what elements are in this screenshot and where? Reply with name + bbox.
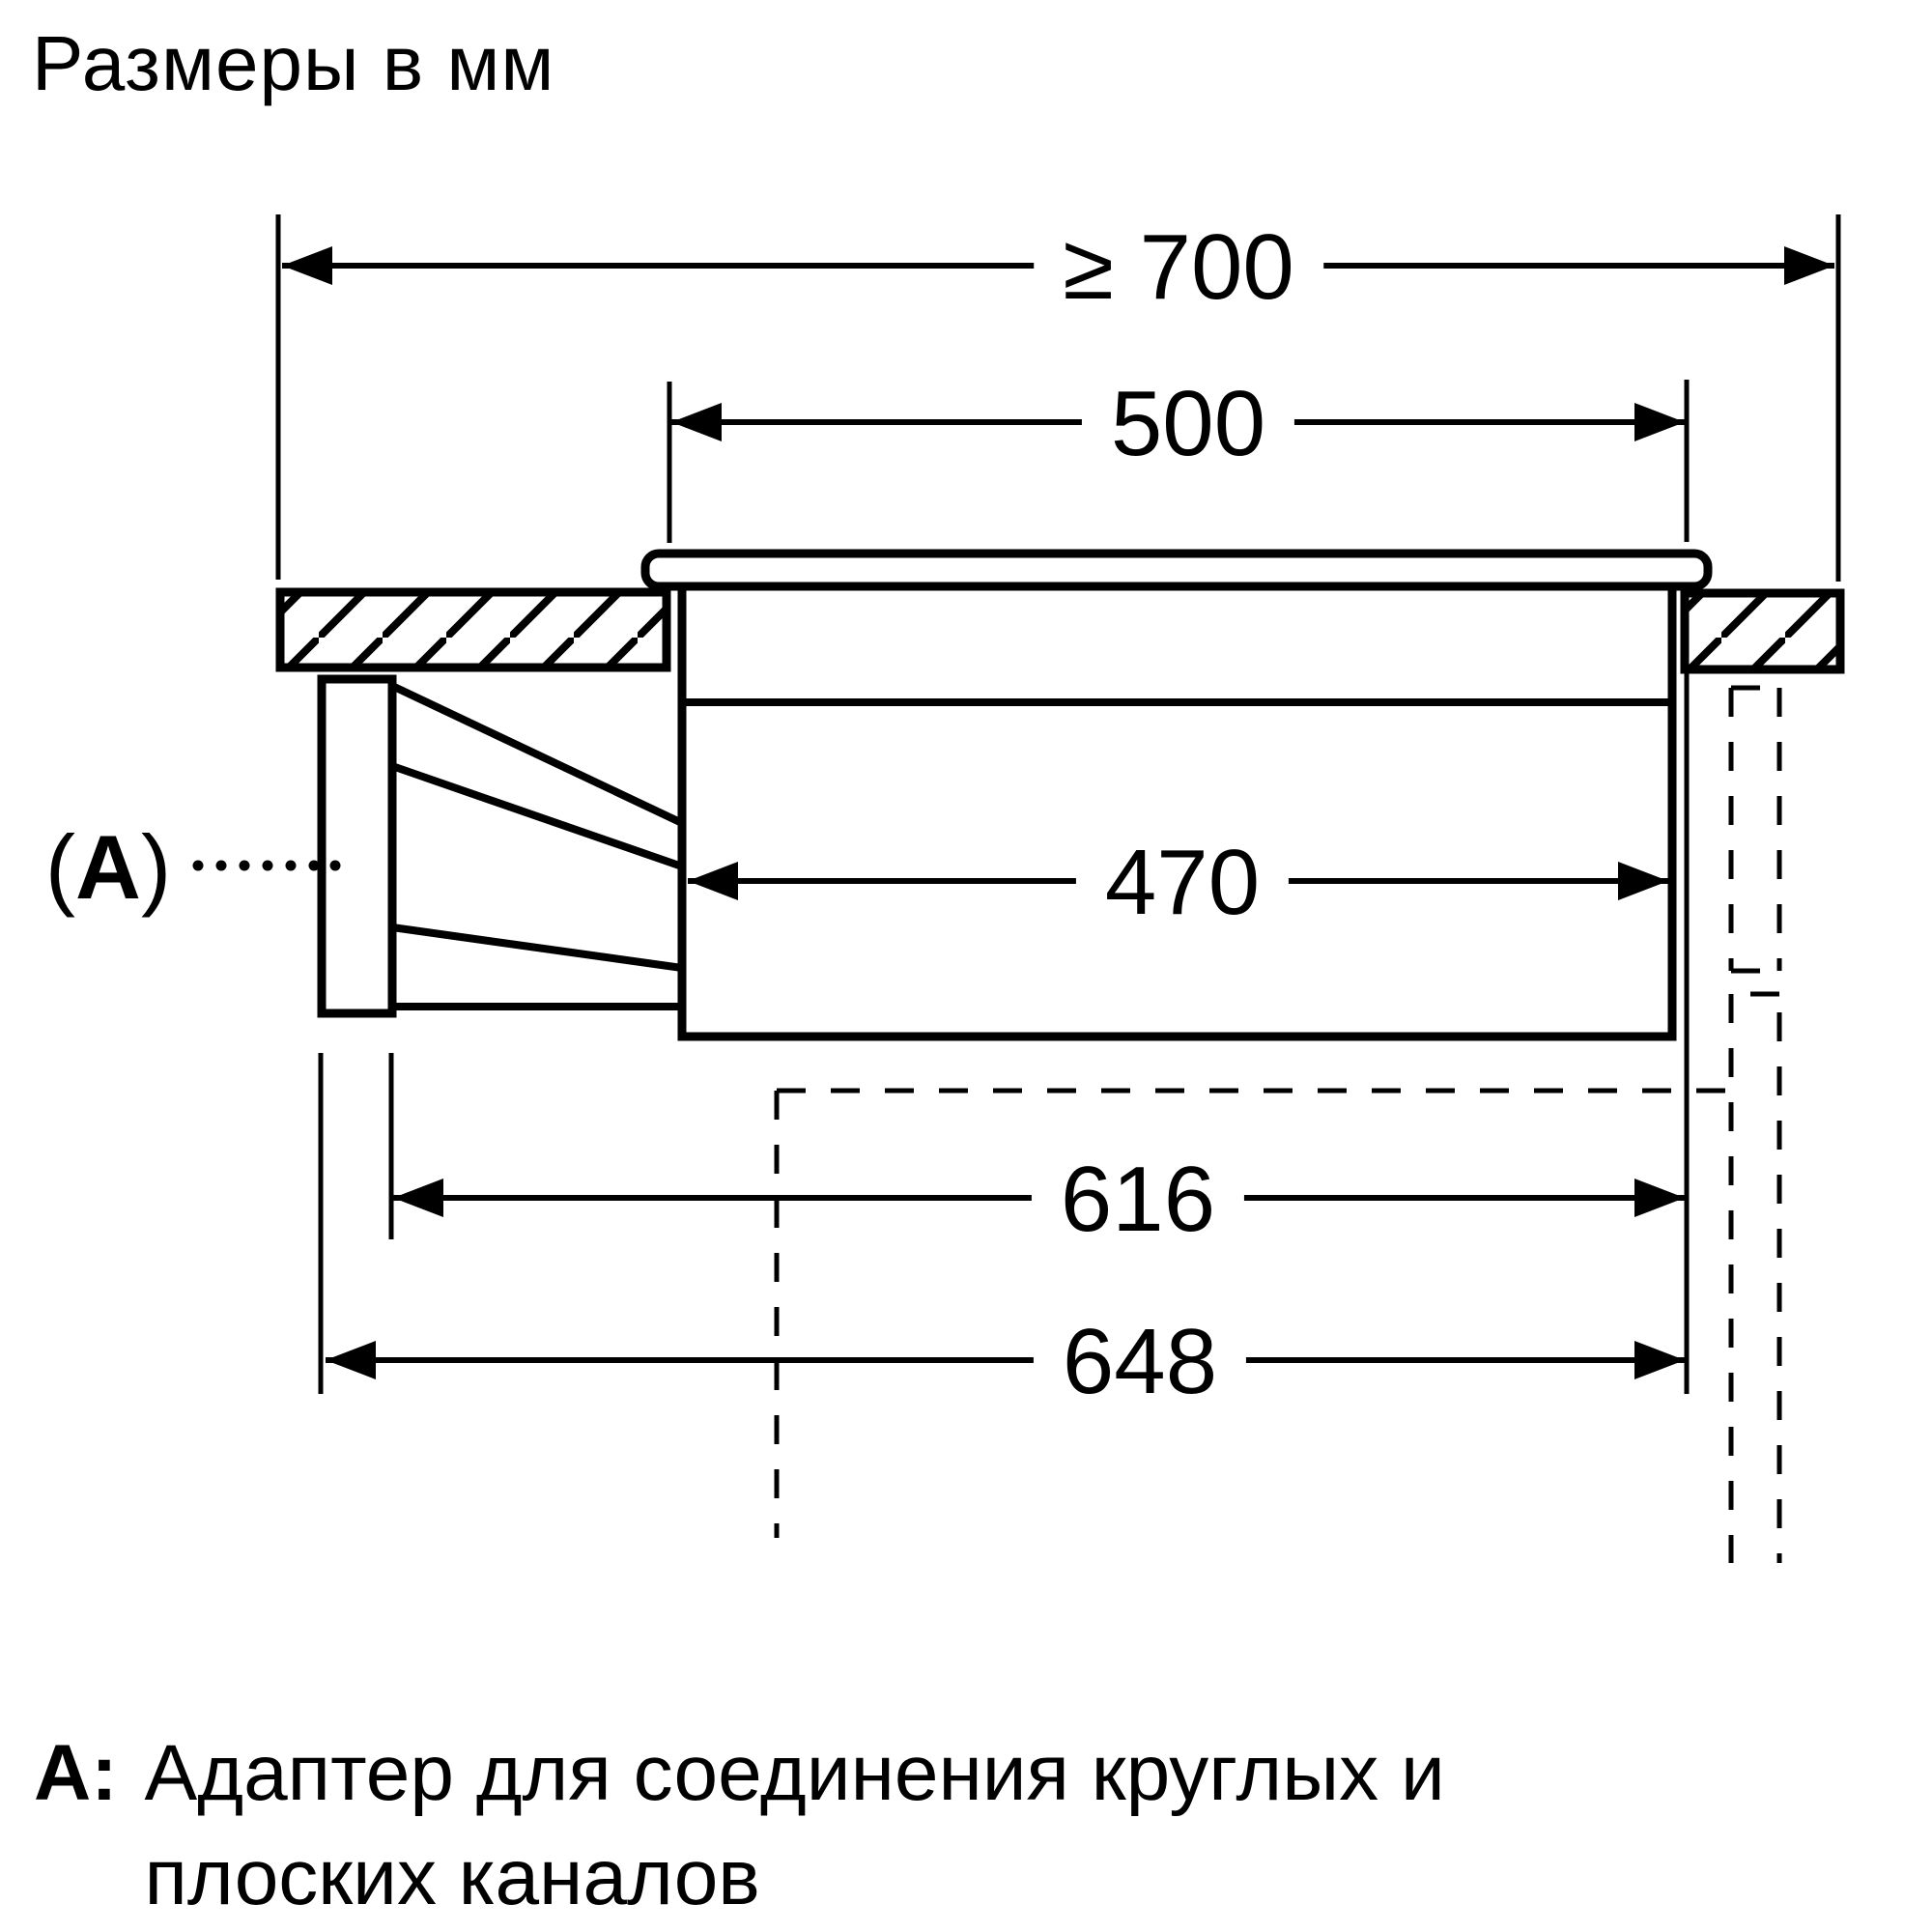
dimension-label-616: 616	[1031, 1153, 1245, 1246]
duct-dashed-outline	[774, 685, 1782, 1563]
dimension-label-470: 470	[1075, 837, 1290, 929]
callout-leader-dots	[192, 860, 341, 871]
dimension-label-648: 648	[1033, 1316, 1247, 1408]
footnote-marker: A:	[34, 1729, 118, 1817]
worktop-right-section	[1680, 588, 1845, 674]
page-title: Размеры в мм	[32, 20, 555, 106]
extension-lines	[275, 214, 1841, 1394]
adapter-funnel	[390, 682, 684, 1010]
hob-body	[677, 582, 1677, 1041]
callout-a-close: )	[140, 816, 172, 918]
dimension-label-500: 500	[1081, 378, 1295, 470]
callout-a-label: (A)	[45, 822, 172, 913]
dimension-line-648	[326, 1341, 1685, 1379]
footnote-line1: Адаптер для соединения круглых и	[144, 1729, 1445, 1817]
dimension-label-700: ≥ 700	[1034, 221, 1323, 314]
adapter-plate	[317, 674, 397, 1018]
footnote-text: Адаптер для соединения круглых и плоских…	[145, 1721, 1445, 1930]
callout-a-open: (	[44, 816, 76, 918]
cooktop-glass-plate	[640, 549, 1713, 591]
callout-a-letter: A	[75, 816, 141, 918]
footnote: A: Адаптер для соединения круглых и плос…	[34, 1721, 1445, 1930]
worktop-left-section	[275, 587, 671, 672]
footnote-line2: плоских каналов	[144, 1833, 760, 1922]
